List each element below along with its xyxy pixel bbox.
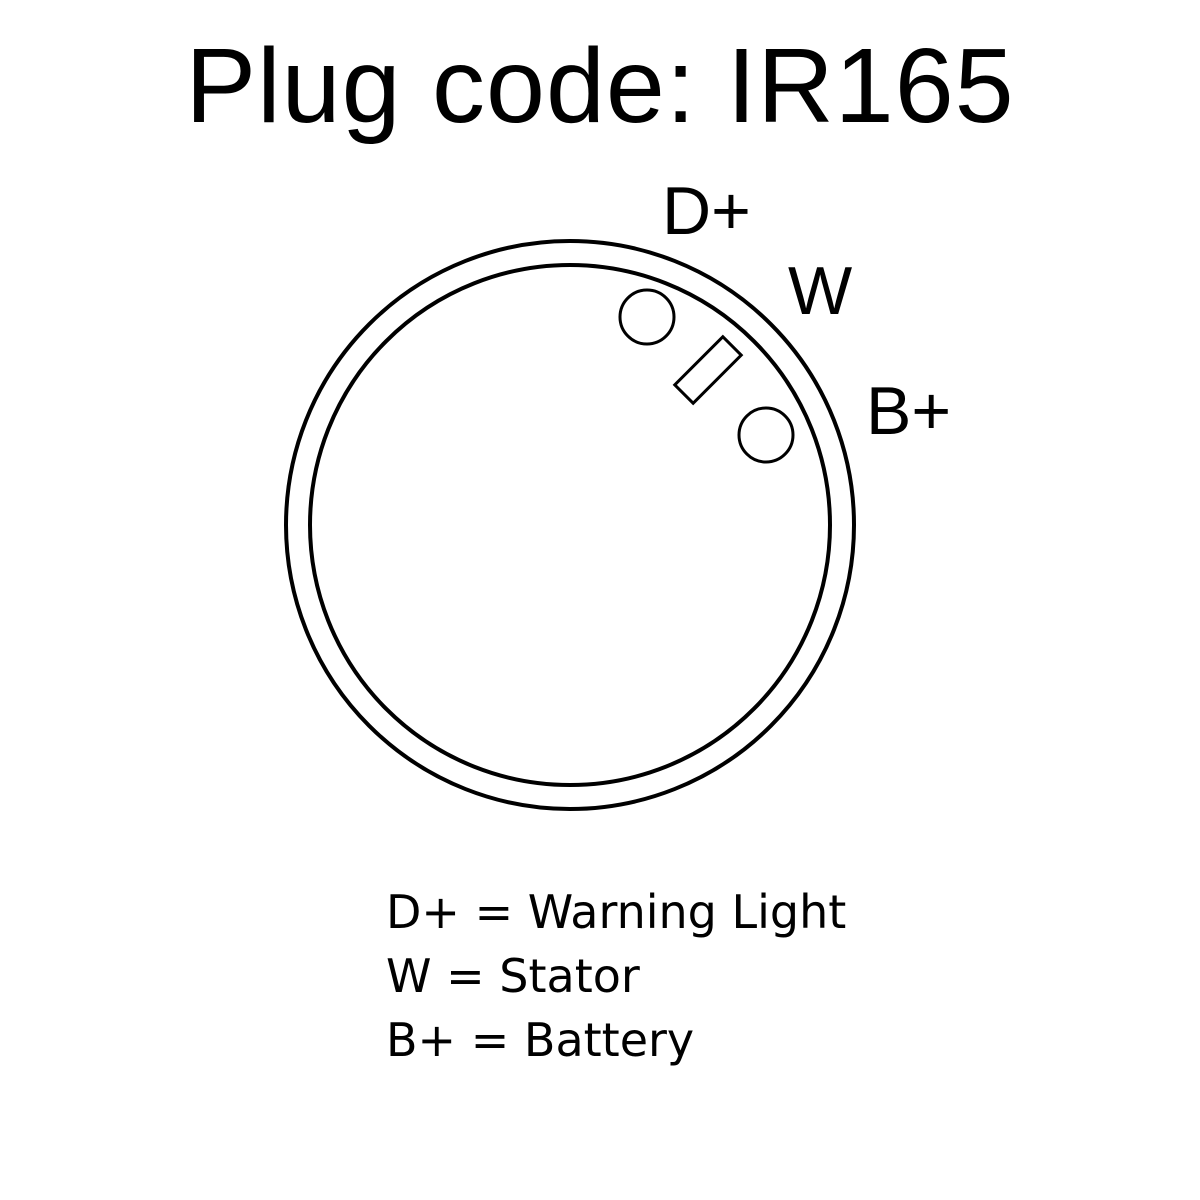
d-plus-terminal <box>618 288 676 346</box>
w-label: W <box>788 253 852 329</box>
w-terminal <box>672 334 744 406</box>
plug-inner-ring <box>308 263 832 787</box>
b-plus-terminal <box>737 406 795 464</box>
b-plus-label: B+ <box>866 373 951 449</box>
plug-outer-ring <box>284 239 856 811</box>
page-title: Plug code: IR165 <box>185 27 1015 145</box>
d-plus-label: D+ <box>662 173 751 249</box>
legend-item-w: W = Stator <box>386 949 640 1003</box>
legend-item-d-plus: D+ = Warning Light <box>386 885 847 939</box>
legend-item-b-plus: B+ = Battery <box>386 1013 695 1067</box>
legend: D+ = Warning Light W = Stator B+ = Batte… <box>386 880 846 1072</box>
